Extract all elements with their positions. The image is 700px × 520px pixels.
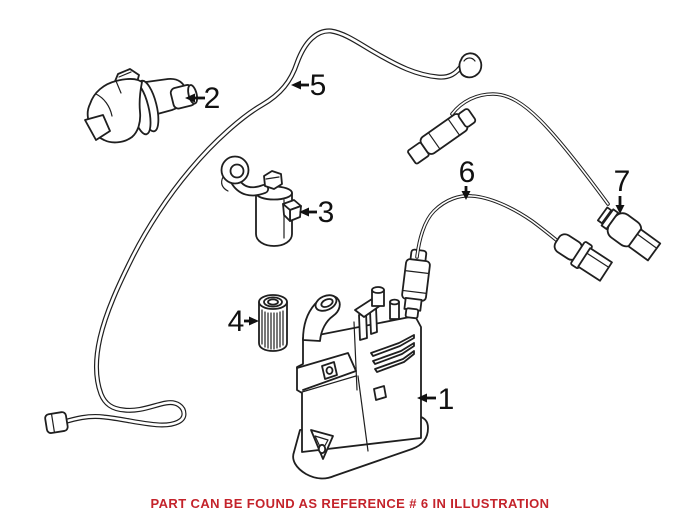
charcoal-canister-drawing — [292, 286, 429, 480]
hose-top-fitting — [458, 52, 483, 79]
hose-end-cap — [44, 411, 69, 434]
connector-6 — [553, 233, 613, 282]
leak-detection-pump-drawing — [84, 68, 199, 144]
callout-4-label: 4 — [228, 305, 245, 338]
callout-7: 7 — [614, 165, 631, 214]
vent-hose-drawing — [44, 28, 483, 434]
connector-7 — [596, 206, 662, 262]
callout-3-label: 3 — [318, 196, 335, 229]
purge-valve-drawing — [220, 155, 302, 247]
callout-2: 2 — [185, 82, 220, 115]
canister-filter-drawing — [258, 294, 288, 352]
oxygen-sensor-6-drawing — [401, 194, 613, 320]
callout-4: 4 — [228, 305, 259, 338]
callout-1: 1 — [417, 383, 454, 416]
callout-5: 5 — [291, 69, 326, 102]
reference-caption: PART CAN BE FOUND AS REFERENCE # 6 IN IL… — [150, 496, 550, 511]
callout-5-label: 5 — [310, 69, 327, 102]
callout-1-label: 1 — [438, 383, 455, 416]
callout-6: 6 — [459, 156, 476, 200]
callout-3: 3 — [299, 196, 334, 229]
callout-6-label: 6 — [459, 156, 476, 189]
callout-2-label: 2 — [204, 82, 221, 115]
oxygen-sensor-7-drawing — [407, 92, 662, 262]
callout-7-label: 7 — [614, 165, 631, 198]
